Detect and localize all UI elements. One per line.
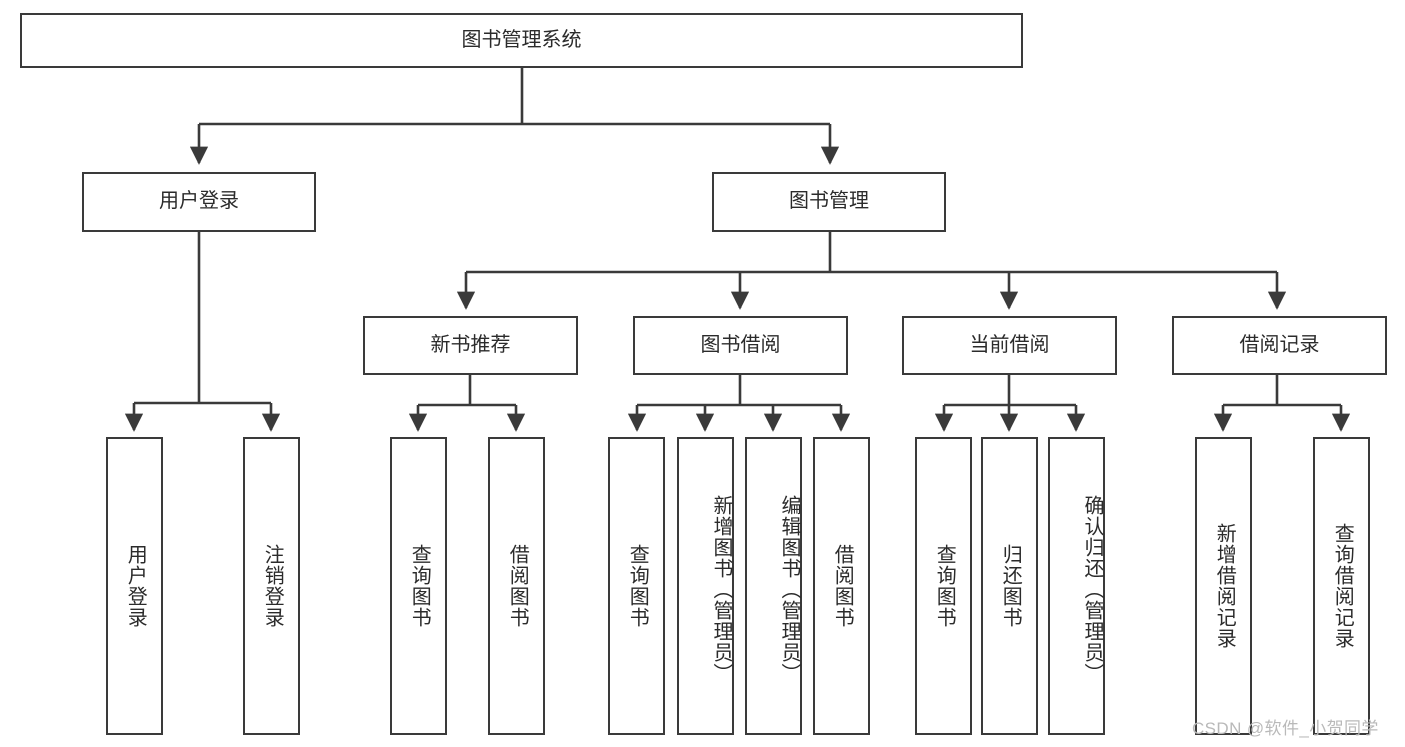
- node-leaf-cur-return[interactable]: 归还图书: [981, 437, 1038, 735]
- node-leaf-rec-query2[interactable]: 查询借阅记录: [1313, 437, 1370, 735]
- node-new-book-rec[interactable]: 新书推荐: [363, 316, 578, 375]
- node-leaf-borrow-add[interactable]: 新增图书（管理员）: [677, 437, 734, 735]
- node-label: 图书管理系统: [461, 28, 582, 51]
- node-leaf-user-logout[interactable]: 注销登录: [243, 437, 300, 735]
- node-label: 查询借阅记录: [1331, 523, 1354, 649]
- node-label: 编辑图书（管理员）: [778, 494, 800, 684]
- node-leaf-rec-add[interactable]: 新增借阅记录: [1195, 437, 1252, 735]
- node-label: 新增图书（管理员）: [710, 494, 732, 684]
- node-borrow-record[interactable]: 借阅记录: [1172, 316, 1387, 375]
- node-label: 借阅记录: [1239, 333, 1320, 356]
- node-root[interactable]: 图书管理系统: [20, 13, 1023, 68]
- node-user-login[interactable]: 用户登录: [82, 172, 316, 232]
- node-leaf-rec-query[interactable]: 查询图书: [390, 437, 447, 735]
- node-leaf-rec-borrow[interactable]: 借阅图书: [488, 437, 545, 735]
- node-label: 确认归还（管理员）: [1081, 494, 1103, 684]
- node-label: 图书借阅: [700, 333, 781, 356]
- node-label: 新增借阅记录: [1213, 523, 1236, 649]
- node-leaf-user-login[interactable]: 用户登录: [106, 437, 163, 735]
- node-leaf-borrow-do[interactable]: 借阅图书: [813, 437, 870, 735]
- node-label: 借阅图书: [506, 544, 529, 628]
- node-leaf-cur-confirm[interactable]: 确认归还（管理员）: [1048, 437, 1105, 735]
- node-label: 查询图书: [408, 544, 431, 628]
- node-label: 当前借阅: [969, 333, 1050, 356]
- node-label: 查询图书: [626, 544, 649, 628]
- node-leaf-borrow-edit[interactable]: 编辑图书（管理员）: [745, 437, 802, 735]
- node-book-mgmt[interactable]: 图书管理: [712, 172, 946, 232]
- node-label: 用户登录: [159, 190, 239, 213]
- node-label: 归还图书: [999, 544, 1022, 628]
- node-label: 注销登录: [261, 544, 284, 628]
- node-leaf-cur-query[interactable]: 查询图书: [915, 437, 972, 735]
- node-label: 借阅图书: [831, 544, 854, 628]
- node-book-borrow[interactable]: 图书借阅: [633, 316, 848, 375]
- node-label: 新书推荐: [430, 333, 511, 356]
- node-label: 用户登录: [124, 544, 147, 628]
- node-current-borrow[interactable]: 当前借阅: [902, 316, 1117, 375]
- node-label: 图书管理: [789, 190, 869, 213]
- node-label: 查询图书: [933, 544, 956, 628]
- csdn-watermark: CSDN @软件_小贺同学: [1192, 719, 1379, 738]
- node-leaf-borrow-query[interactable]: 查询图书: [608, 437, 665, 735]
